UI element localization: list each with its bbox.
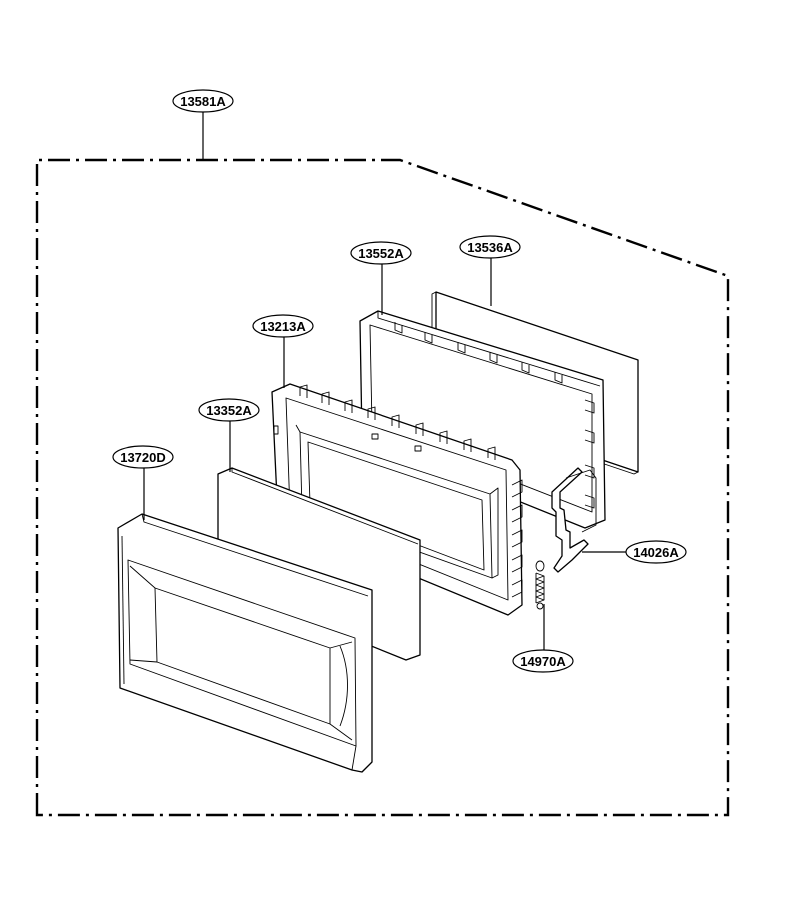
svg-text:13213A: 13213A [260, 319, 306, 334]
svg-text:13536A: 13536A [467, 240, 513, 255]
door-frame [271, 383, 523, 616]
svg-text:14026A: 14026A [633, 545, 679, 560]
callout-13552A: 13552A [350, 241, 412, 265]
callout-13213A: 13213A [252, 314, 314, 338]
callout-13536A: 13536A [459, 235, 521, 259]
callout-13581A: 13581A [172, 89, 234, 113]
door-front [117, 513, 373, 773]
latch-hook [551, 467, 597, 573]
callout-13720D: 13720D [112, 445, 174, 469]
callout-14026A: 14026A [625, 540, 687, 564]
svg-text:13352A: 13352A [206, 403, 252, 418]
spring [535, 560, 545, 610]
svg-text:13552A: 13552A [358, 246, 404, 261]
svg-text:14970A: 14970A [520, 654, 566, 669]
callout-14970A: 14970A [512, 649, 574, 673]
svg-text:13720D: 13720D [120, 450, 166, 465]
svg-text:13581A: 13581A [180, 94, 226, 109]
assembly-boundary [35, 158, 730, 817]
callout-13352A: 13352A [198, 398, 260, 422]
